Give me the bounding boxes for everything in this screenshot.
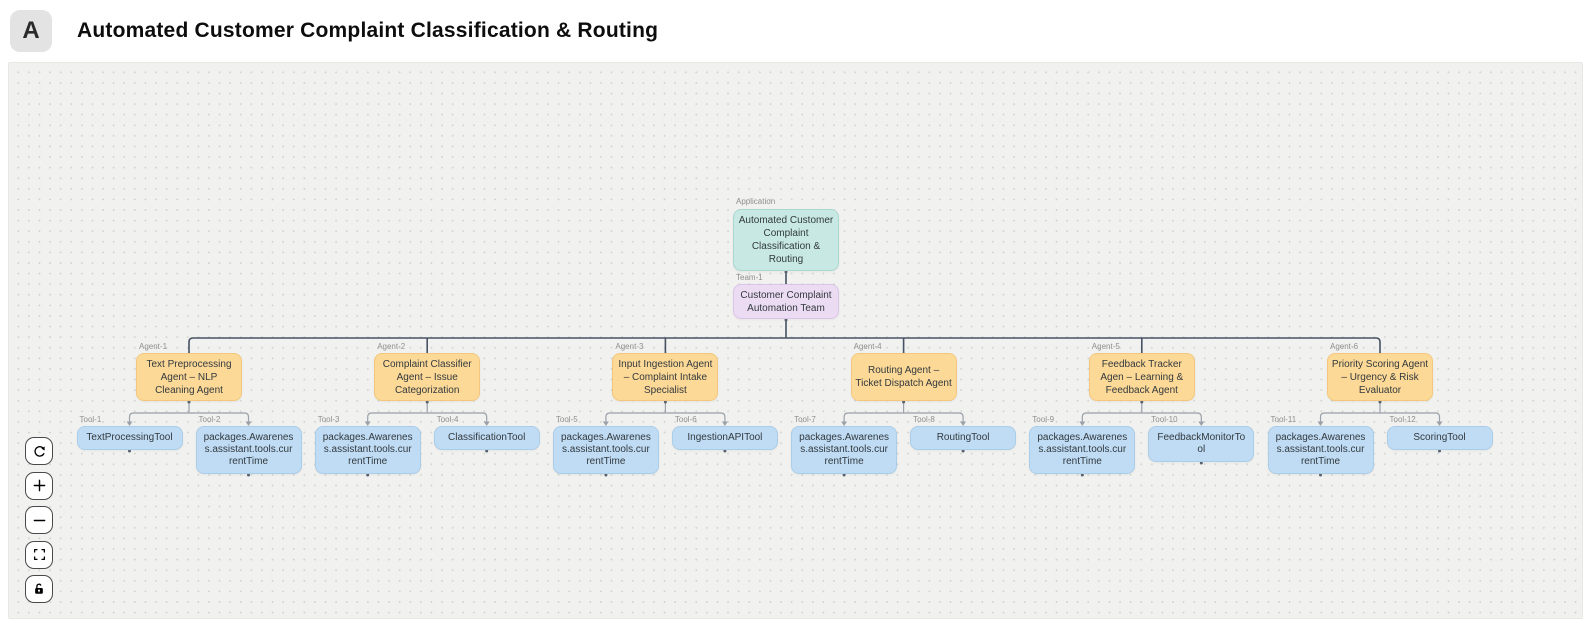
- agent-node[interactable]: Feedback Tracker Agen – Learning & Feedb…: [1088, 353, 1195, 401]
- canvas-controls: [25, 437, 53, 603]
- flow-canvas[interactable]: Application Automated Customer Complaint…: [8, 62, 1583, 619]
- app-logo: A: [10, 10, 52, 52]
- tool-tag: Tool-11: [1270, 415, 1297, 424]
- toggle-interactivity-button[interactable]: [25, 575, 53, 603]
- rotate-cw-icon: [32, 444, 47, 459]
- agent-tag: Agent-1: [139, 341, 168, 351]
- fit-view-icon: [32, 547, 47, 562]
- app-header: A Automated Customer Complaint Classific…: [0, 0, 1591, 62]
- agent-tag: Agent-3: [615, 341, 644, 351]
- minus-icon: [32, 513, 47, 528]
- tool-tag: Tool-9: [1032, 415, 1055, 424]
- agent-tag: Agent-2: [377, 341, 406, 351]
- lock-icon: [32, 582, 46, 596]
- agent-tag: Agent-4: [853, 341, 882, 351]
- tool-tag: Tool-7: [794, 415, 816, 424]
- fit-view-button[interactable]: [25, 540, 53, 569]
- agent-node[interactable]: Text Preprocessing Agent – NLP Cleaning …: [136, 353, 242, 401]
- tool-node[interactable]: packages.Awareness.assistant.tools.curre…: [1029, 426, 1136, 474]
- application-tag: Application: [736, 197, 776, 206]
- agent-node[interactable]: Priority Scoring Agent – Urgency & Risk …: [1327, 353, 1433, 401]
- agent-node[interactable]: Complaint Classifier Agent – Issue Categ…: [374, 353, 481, 401]
- tool-node[interactable]: packages.Awareness.assistant.tools.curre…: [314, 426, 421, 474]
- zoom-in-button[interactable]: [25, 471, 53, 500]
- refresh-layout-button[interactable]: [25, 437, 53, 465]
- tool-node[interactable]: IngestionAPITool: [671, 426, 778, 450]
- tool-tag: Tool-5: [555, 415, 578, 424]
- agent-tag: Agent-6: [1330, 341, 1359, 351]
- tool-node[interactable]: FeedbackMonitorTool: [1148, 426, 1255, 462]
- tool-node[interactable]: packages.Awareness.assistant.tools.curre…: [195, 426, 302, 474]
- plus-icon: [32, 478, 47, 493]
- tool-tag: Tool-4: [436, 415, 459, 424]
- tool-node[interactable]: packages.Awareness.assistant.tools.curre…: [1267, 426, 1374, 474]
- agent-tag: Agent-5: [1091, 341, 1120, 351]
- tool-tag: Tool-3: [317, 415, 340, 424]
- tool-node[interactable]: packages.Awareness.assistant.tools.curre…: [791, 426, 898, 474]
- tool-node[interactable]: RoutingTool: [910, 426, 1017, 450]
- team-tag: Team-1: [736, 273, 763, 282]
- tool-tag: Tool-2: [198, 415, 221, 424]
- agent-node[interactable]: Input Ingestion Agent – Complaint Intake…: [612, 353, 719, 401]
- zoom-out-button[interactable]: [25, 506, 53, 534]
- application-node[interactable]: Automated Customer Complaint Classificat…: [733, 209, 839, 271]
- tool-tag: Tool-1: [79, 415, 102, 424]
- tool-node[interactable]: ScoringTool: [1386, 426, 1493, 450]
- tool-tag: Tool-6: [674, 415, 697, 424]
- tool-tag: Tool-12: [1389, 415, 1416, 424]
- tool-node[interactable]: packages.Awareness.assistant.tools.curre…: [552, 426, 659, 474]
- tool-node[interactable]: ClassificationTool: [433, 426, 540, 450]
- agent-node[interactable]: Routing Agent – Ticket Dispatch Agent: [850, 353, 957, 401]
- page-title: Automated Customer Complaint Classificat…: [77, 19, 659, 42]
- team-node[interactable]: Customer Complaint Automation Team: [733, 284, 839, 319]
- tool-node[interactable]: TextProcessingTool: [76, 426, 183, 450]
- tool-tag: Tool-8: [913, 415, 935, 424]
- tool-tag: Tool-10: [1151, 415, 1178, 424]
